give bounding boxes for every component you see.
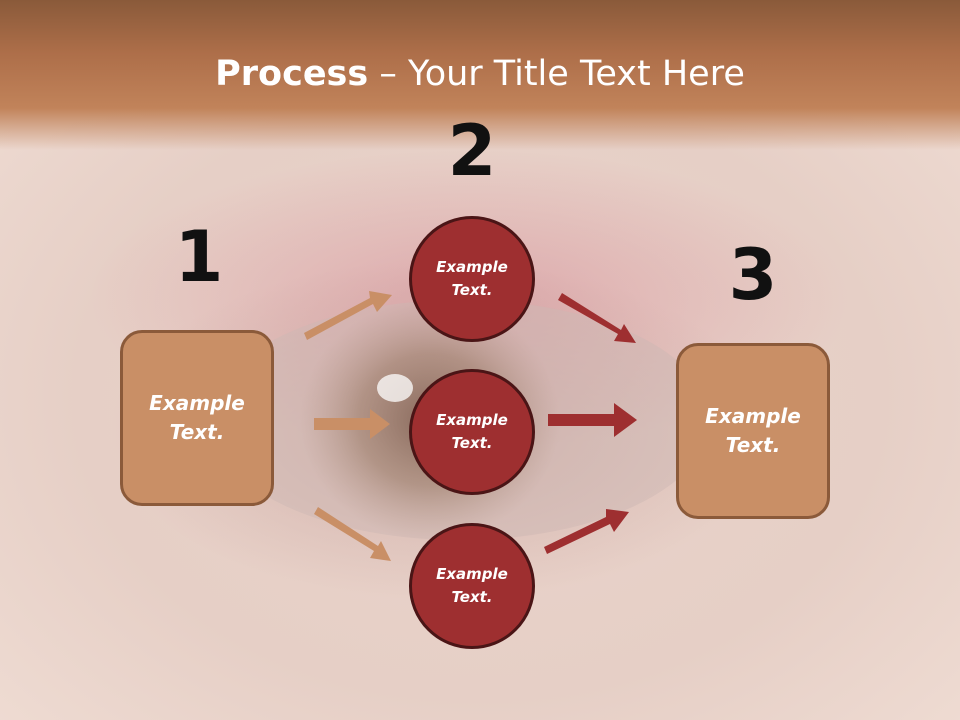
left-box-text: Example Text.	[149, 391, 245, 444]
step-number-2: 2	[447, 110, 497, 192]
circle-bottom: Example Text.	[409, 523, 535, 649]
step-number-1: 1	[174, 216, 224, 298]
circle-middle: Example Text.	[409, 369, 535, 495]
circle-top: Example Text.	[409, 216, 535, 342]
circle-middle-text: Example Text.	[436, 411, 508, 452]
left-box: Example Text.	[120, 330, 274, 506]
title-bold: Process	[215, 54, 369, 94]
step-number-3: 3	[728, 234, 778, 316]
header-band	[0, 0, 960, 150]
arrow-top-to-right	[558, 293, 636, 343]
right-box: Example Text.	[676, 343, 830, 519]
arrow-left-to-top	[304, 291, 392, 340]
arrow-middle-to-right	[548, 403, 637, 437]
arrow-left-to-middle	[314, 409, 390, 439]
title-rest: – Your Title Text Here	[368, 54, 745, 94]
right-box-text: Example Text.	[705, 404, 801, 457]
circle-bottom-text: Example Text.	[436, 565, 508, 606]
circle-top-text: Example Text.	[436, 258, 508, 299]
arrow-left-to-bottom	[314, 507, 391, 561]
slide-title: Process – Your Title Text Here	[0, 52, 960, 96]
arrow-bottom-to-right	[544, 509, 629, 554]
